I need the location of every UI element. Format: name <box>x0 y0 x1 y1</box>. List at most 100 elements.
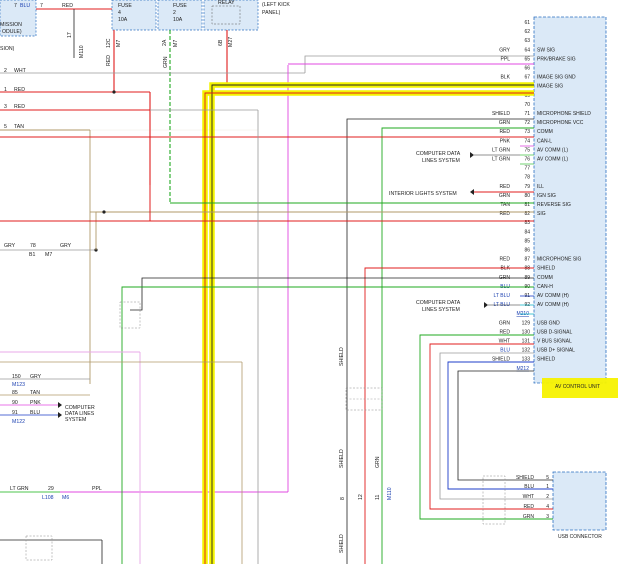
av-pin-wire-color: LT GRN <box>492 157 510 163</box>
av-pin-number: 73 <box>524 129 530 135</box>
usb-pin-number: 4 <box>546 504 549 510</box>
usb-pin-number: 2 <box>546 494 549 500</box>
av-control-unit-title: AV CONTROL UNIT <box>555 384 600 390</box>
usb-pin-wire-color: GRN <box>523 514 535 520</box>
fuse2-title: FUSE <box>173 3 187 9</box>
av-pin-number: 83 <box>524 220 530 226</box>
av-pin-wire-color: LT BLU <box>494 293 511 299</box>
svg-text:WHT: WHT <box>14 68 27 74</box>
av-pin-wire-color: PNK <box>500 138 511 144</box>
fuse-box-2 <box>157 0 203 31</box>
svg-text:RED: RED <box>14 87 25 93</box>
usb-connector-title: USB CONNECTOR <box>558 534 602 540</box>
av-pin-wire-color: TAN <box>500 202 510 208</box>
av-pin-function: CAN-H <box>537 284 553 290</box>
relay-label: RELAY <box>218 0 235 6</box>
kick-panel-2: PANEL) <box>262 10 281 16</box>
kick-panel-1: (LEFT KICK <box>262 2 290 8</box>
av-pin-number: 76 <box>524 157 530 163</box>
svg-text:2: 2 <box>4 68 7 74</box>
av-pin-number: 129 <box>522 320 531 326</box>
av-pin-number: M212 <box>516 366 529 372</box>
av-pin-number: 79 <box>524 184 530 190</box>
av-pin-number: 77 <box>524 166 530 172</box>
svg-text:12C: 12C <box>106 38 112 48</box>
cdl-callout-b-1: COMPUTER DATA <box>416 300 461 306</box>
svg-text:RED: RED <box>106 55 112 66</box>
svg-text:GRY: GRY <box>60 243 72 249</box>
fuse1-num: 4 <box>118 10 121 16</box>
av-pin-wire-color: WHT <box>499 339 510 345</box>
av-title-highlight <box>542 378 618 398</box>
usb-pin-number: 1 <box>546 484 549 490</box>
av-pin-function: AV COMM (L) <box>537 157 568 163</box>
av-pin-number: 66 <box>524 66 530 72</box>
svg-text:M6: M6 <box>62 495 69 501</box>
av-pin-wire-color: SHIELD <box>492 111 510 117</box>
svg-text:150: 150 <box>12 374 21 380</box>
svg-text:6B: 6B <box>218 39 224 46</box>
svg-text:RED: RED <box>14 104 25 110</box>
av-pin-wire-color: RED <box>499 184 510 190</box>
svg-text:B1: B1 <box>29 252 35 258</box>
av-pin-wire-color: LT GRN <box>492 147 510 153</box>
av-pin-function: SHIELD <box>537 357 555 363</box>
av-pin-function: MICROPHONE VCC <box>537 120 584 126</box>
fuse1-title: FUSE <box>118 3 132 9</box>
transmission-label-2: ODULE) <box>2 29 22 35</box>
svg-text:SHIELD: SHIELD <box>339 534 345 553</box>
svg-text:BLU: BLU <box>30 410 40 416</box>
usb-pin-wire-color: RED <box>523 504 534 510</box>
av-pin-function: SHIELD <box>537 266 555 272</box>
av-pin-number: 130 <box>522 329 531 335</box>
av-pin-number: 82 <box>524 211 530 217</box>
svg-text:1: 1 <box>4 87 7 93</box>
av-pin-number: 88 <box>524 266 530 272</box>
av-pin-wire-color: BLK <box>501 266 511 272</box>
usb-connector-box <box>552 471 607 531</box>
svg-text:M7: M7 <box>45 252 52 258</box>
usb-pin-number: 5 <box>546 475 549 481</box>
av-pin-number: 62 <box>524 29 530 35</box>
svg-text:GRN: GRN <box>163 56 169 68</box>
svg-text:90: 90 <box>12 400 18 406</box>
svg-text:17: 17 <box>67 32 73 38</box>
svg-text:2A: 2A <box>162 39 168 46</box>
av-pin-function: COMM <box>537 129 553 135</box>
svg-text:SHIELD: SHIELD <box>339 449 345 468</box>
cdl-callout-a-1: COMPUTER DATA <box>416 151 461 157</box>
av-pin-function: USB D+ SIGNAL <box>537 348 575 354</box>
av-pin-function: AV COMM (H) <box>537 293 569 299</box>
cdl-callout-b-2: LINES SYSTEM <box>422 307 460 313</box>
svg-text:3: 3 <box>4 104 7 110</box>
av-pin-function: SIG <box>537 211 546 217</box>
svg-text:SHIELD: SHIELD <box>339 347 345 366</box>
svg-text:M7: M7 <box>116 40 122 47</box>
svg-text:RED: RED <box>62 3 73 9</box>
av-pin-function: V BUS SIGNAL <box>537 339 572 345</box>
svg-text:M110: M110 <box>387 487 393 500</box>
interior-lights-callout: INTERIOR LIGHTS SYSTEM <box>389 191 457 197</box>
cdl-callout-a-2: LINES SYSTEM <box>422 158 460 164</box>
svg-text:85: 85 <box>12 390 18 396</box>
av-pin-number: 132 <box>522 348 531 354</box>
svg-text:TAN: TAN <box>14 124 24 130</box>
av-pin-number: 75 <box>524 147 530 153</box>
av-control-unit-box <box>533 16 607 384</box>
svg-text:LT GRN: LT GRN <box>10 486 29 492</box>
svg-text:M123: M123 <box>12 382 25 388</box>
svg-text:GRY: GRY <box>30 374 42 380</box>
svg-text:78: 78 <box>30 243 36 249</box>
av-pin-function: ILL <box>537 184 544 190</box>
av-pin-number: 78 <box>524 175 530 181</box>
svg-text:12: 12 <box>358 494 364 500</box>
av-pin-number: 87 <box>524 257 530 263</box>
av-pin-function: AV COMM (H) <box>537 302 569 308</box>
av-pin-number: 70 <box>524 102 530 108</box>
av-pin-number: 86 <box>524 248 530 254</box>
sion-label: SION) <box>0 46 15 52</box>
relay-inner <box>211 5 241 25</box>
